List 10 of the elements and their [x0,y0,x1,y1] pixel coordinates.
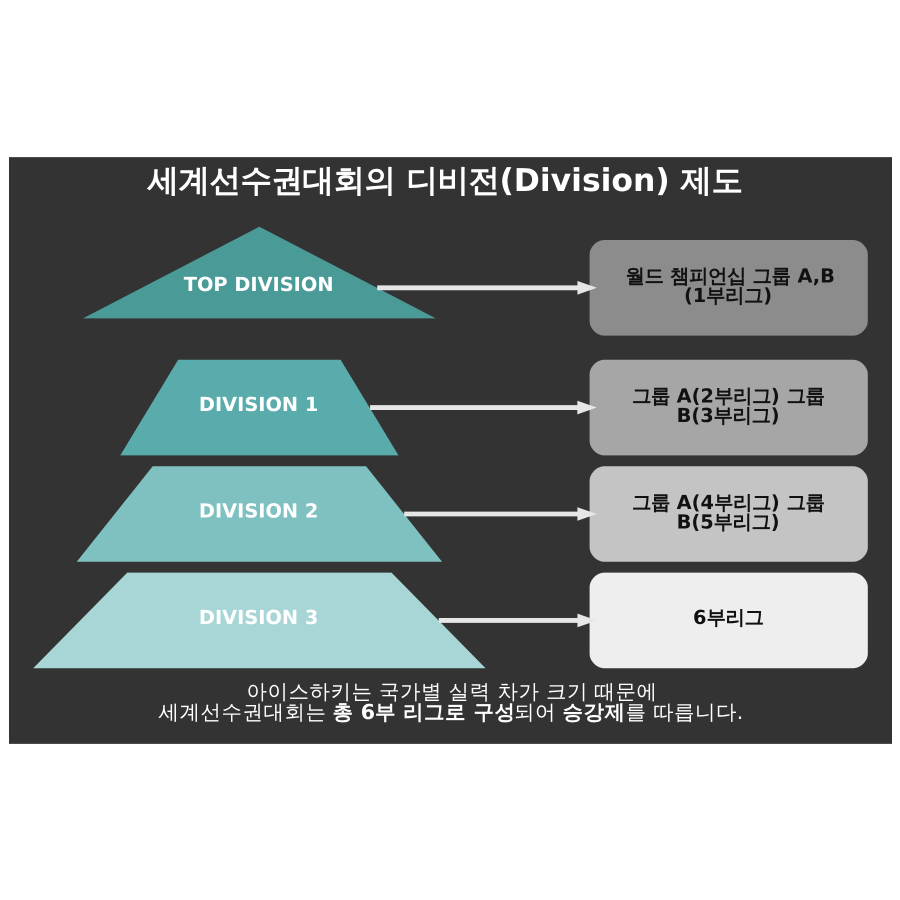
node-box: 6부리그 [589,572,868,668]
diagram-title: 세계선수권대회의 디비전(Division) 제도 [147,162,742,198]
arrow [438,613,596,627]
node-box: 그룹 A(4부리그) 그룹 B(5부리그) [589,466,868,562]
caption: 아이스하키는 국가별 실력 차가 크기 때문에 세계선수권대회는 총 6부 리그로 구성되어 승강제를 따릅니다. [158,679,743,724]
arrow [376,280,596,294]
arrow [370,400,596,414]
node-box: 월드 챔피언십 그룹 A,B (1부리그) [589,240,868,336]
node-box: 그룹 A(2부리그) 그룹 B(3부리그) [589,359,868,455]
arrow [404,506,596,520]
